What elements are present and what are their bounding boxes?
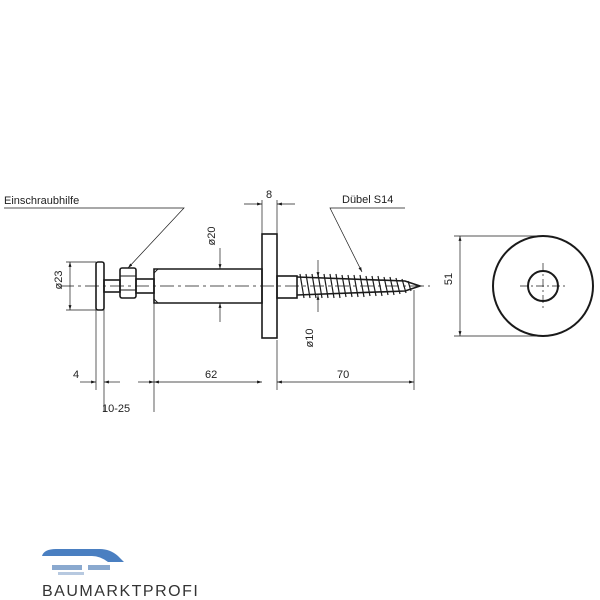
label-einschraubhilfe: Einschraubhilfe [4,195,79,207]
screw-thread [299,273,412,299]
brand-logo: BAUMARKTPROFI [42,549,199,600]
hanger-bolt-side-view [60,233,430,339]
washer-front-view [454,235,594,337]
brand-name: BAUMARKTPROFI [42,583,199,600]
dimension-lines [4,200,415,412]
logo-swoosh-icon [42,549,124,562]
label-dim-4: 4 [73,369,79,381]
label-dia-10: ø10 [304,329,316,348]
label-width-8: 8 [266,189,272,201]
label-dia-20: ø20 [206,227,218,246]
label-dim-10-25: 10-25 [102,403,130,415]
label-duebel: Dübel S14 [342,194,393,206]
label-dim-62: 62 [205,369,217,381]
plug-collar [276,275,298,299]
hex-nut [119,267,137,299]
label-dim-51: 51 [443,273,455,285]
label-dia-23: ø23 [53,271,65,290]
label-dim-70: 70 [337,369,349,381]
